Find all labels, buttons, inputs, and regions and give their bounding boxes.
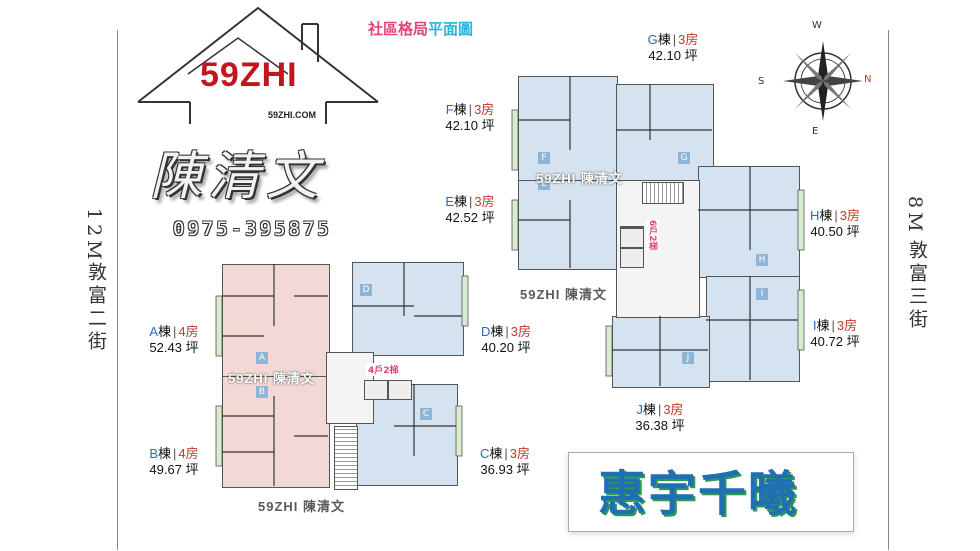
unit-d-badge: D	[360, 284, 372, 296]
street-right-name: 敦富三街	[906, 240, 928, 332]
elevators-left	[364, 380, 412, 400]
label-unit-c: C棟|3房 36.93 坪	[479, 446, 531, 477]
floorplan-left: A B D C 4戶2梯	[214, 256, 476, 492]
watermark-left-bottom: 59ZHI 陳清文	[258, 499, 346, 514]
elevator-tag-left: 4戶2梯	[366, 363, 401, 376]
label-unit-g: G棟|3房 42.10 坪	[647, 32, 699, 63]
label-unit-j: J棟|3房 36.38 坪	[635, 402, 685, 433]
stair-left	[334, 426, 358, 490]
right-walls	[511, 76, 805, 386]
label-unit-e: E棟|3房 42.52 坪	[445, 194, 495, 225]
street-right-width: 8M	[904, 196, 926, 236]
label-unit-a: A棟|4房 52.43 坪	[149, 324, 199, 355]
agent-name: 陳清文	[150, 147, 325, 207]
unit-h-plan	[698, 166, 800, 278]
label-unit-d: D棟|3房 40.20 坪	[480, 324, 532, 355]
house-outline-icon	[137, 6, 379, 124]
unit-g-badge: G	[678, 152, 690, 164]
label-unit-h: H棟|3房 40.50 坪	[809, 208, 861, 239]
stair-right	[642, 182, 684, 204]
project-name-box	[568, 452, 854, 532]
watermark-right-top: 59ZHI 陳清文	[536, 171, 624, 186]
unit-g-plan	[616, 84, 714, 182]
unit-j-badge: J	[682, 352, 694, 364]
unit-e-plan	[518, 180, 618, 270]
compass-n: N	[864, 74, 872, 85]
street-line-left	[117, 30, 118, 550]
unit-h-badge: H	[756, 254, 768, 266]
plan-title: 社區格局平面圖	[368, 18, 473, 39]
street-line-right	[888, 30, 889, 550]
agent-phone: 0975-395875	[173, 218, 332, 240]
elevator-tag-right: 6戶2梯	[646, 220, 659, 251]
compass-s: S	[758, 76, 765, 87]
watermark-right: 59ZHI 陳清文	[520, 287, 608, 302]
title-part1: 社區格局	[368, 20, 429, 38]
label-unit-f: F棟|3房 42.10 坪	[445, 102, 495, 133]
compass: N S E W	[758, 20, 878, 137]
unit-i-badge: I	[756, 288, 768, 300]
unit-a-badge: A	[256, 352, 268, 364]
logo-brand: 59ZHI	[200, 56, 298, 94]
label-unit-i: I棟|3房 40.72 坪	[810, 318, 860, 349]
street-left-name: 敦富二街	[85, 262, 107, 354]
unit-a-plan	[222, 264, 330, 378]
floorplan-right: F E G H I J 6戶2梯	[510, 70, 806, 396]
project-name: 惠宇千曦	[598, 466, 799, 522]
compass-w: W	[812, 20, 822, 31]
unit-b-badge: B	[256, 386, 268, 398]
compass-rose-icon	[783, 41, 863, 121]
elevators-right	[620, 226, 644, 268]
label-unit-b: B棟|4房 49.67 坪	[149, 446, 199, 477]
street-left-width: 12M	[83, 208, 105, 264]
unit-f-badge: F	[538, 152, 550, 164]
compass-e: E	[812, 126, 819, 137]
watermark-left: 59ZHI 陳清文	[228, 371, 316, 386]
unit-c-badge: C	[420, 408, 432, 420]
unit-f-plan	[518, 76, 618, 182]
unit-e-badge: E	[538, 178, 550, 190]
left-walls	[215, 262, 469, 486]
logo-site: 59ZHI.COM	[268, 110, 317, 120]
unit-b-plan	[222, 376, 330, 488]
logo: 59ZHI 59ZHI.COM	[118, 4, 408, 124]
title-part2: 平面圖	[428, 20, 474, 38]
